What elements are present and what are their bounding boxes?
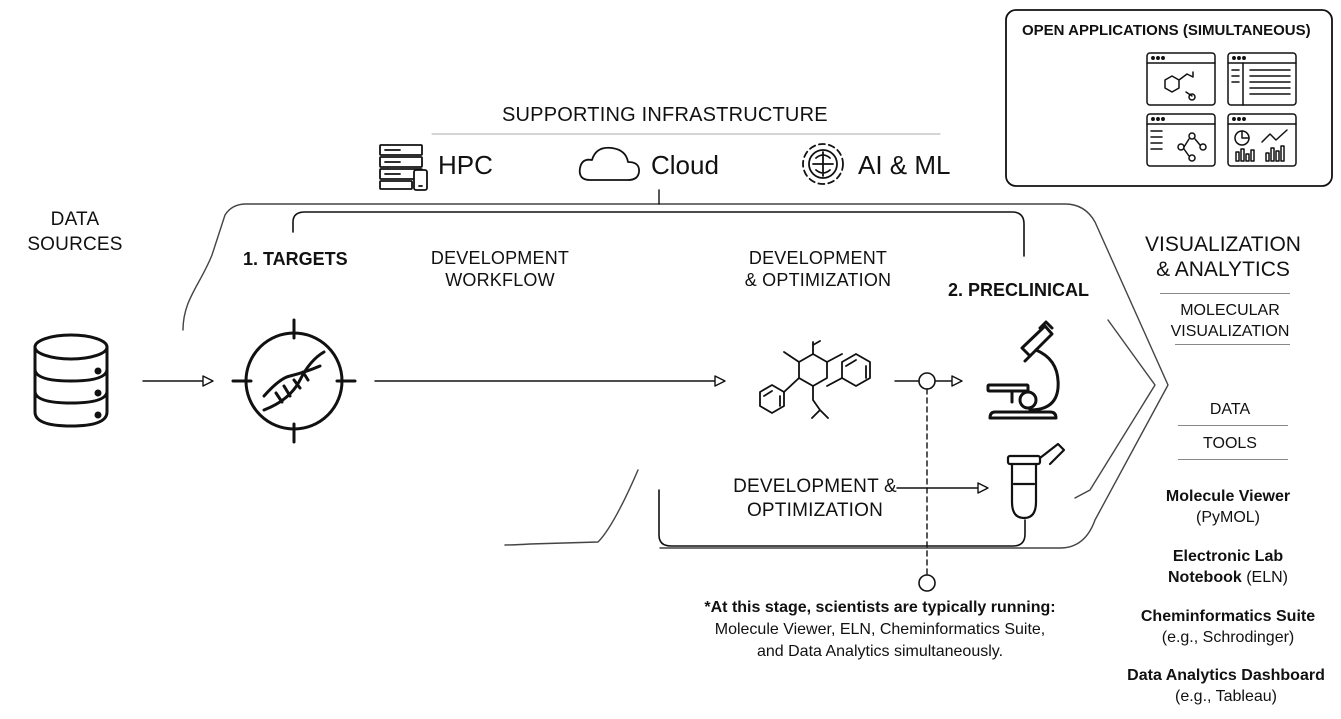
note-line2: Molecule Viewer, ELN, Cheminformatics Su… (714, 621, 1046, 638)
bottom-bracket (658, 489, 1026, 547)
visualization-title-line2: & ANALYTICS (1156, 258, 1290, 281)
microscope-icon (986, 320, 1060, 420)
hpc-label: HPC (438, 150, 493, 180)
viz-divider-1 (1160, 293, 1290, 294)
tool-eln-name: Electronic Lab (1172, 548, 1284, 565)
targets-label: 1. TARGETS (243, 249, 348, 269)
tool-cheminformatics: Cheminformatics Suite (e.g., Schrodinger… (1118, 606, 1338, 648)
tool-data-analytics-name: Data Analytics Dashboard (1127, 667, 1325, 684)
visualization-title-line1: VISUALIZATION (1145, 233, 1301, 256)
molecular-line1: MOLECULAR (1180, 302, 1280, 319)
tool-molecule-viewer-name: Molecule Viewer (1165, 488, 1291, 505)
dashboard-window-icon (1227, 113, 1297, 167)
tool-molecule-viewer: Molecule Viewer (PyMOL) (1128, 486, 1328, 528)
tool-eln-name2: Notebook (1167, 569, 1242, 586)
molecule-structure-icon (759, 340, 871, 419)
ai-ml-label: AI & ML (858, 150, 951, 180)
dev-opt-top-label: DEVELOPMENT & OPTIMIZATION (728, 247, 908, 291)
dev-workflow-line2: WORKFLOW (445, 270, 555, 290)
tools-label: TOOLS (1203, 435, 1257, 452)
test-tube-icon (1006, 442, 1066, 520)
open-apps-title: OPEN APPLICATIONS (SIMULTANEOUS) (1022, 22, 1311, 39)
outer-frame (182, 203, 1169, 549)
dev-opt-top-line1: DEVELOPMENT (748, 248, 888, 268)
preclinical-label: 2. PRECLINICAL (948, 280, 1090, 300)
end-node (918, 574, 936, 592)
tool-eln: Electronic Lab Notebook (ELN) (1128, 546, 1328, 588)
dev-workflow-line1: DEVELOPMENT (430, 248, 570, 268)
viz-divider-3 (1178, 425, 1288, 426)
visualization-title: VISUALIZATION & ANALYTICS (1128, 232, 1318, 282)
open-apps-box (1005, 9, 1333, 187)
infrastructure-title: SUPPORTING INFRASTRUCTURE (502, 104, 828, 126)
note-line1: *At this stage, scientists are typically… (704, 599, 1056, 616)
inner-bracket (292, 211, 1025, 257)
server-icon (379, 144, 428, 191)
dev-workflow-label: DEVELOPMENT WORKFLOW (410, 247, 590, 291)
data-label: DATA (1209, 401, 1251, 418)
network-window-icon (1146, 113, 1216, 167)
dev-opt-bottom-line1: DEVELOPMENT & (733, 476, 897, 497)
tool-data-analytics: Data Analytics Dashboard (e.g., Tableau) (1114, 665, 1338, 707)
cloud-icon (578, 146, 640, 181)
database-icon (33, 333, 109, 428)
tool-cheminformatics-name: Cheminformatics Suite (1140, 608, 1316, 625)
dev-opt-top-line2: & OPTIMIZATION (744, 270, 892, 290)
note-line3: and Data Analytics simultaneously. (756, 643, 1004, 660)
viz-divider-4 (1178, 459, 1288, 460)
cloud-label: Cloud (651, 150, 719, 180)
stage-note: *At this stage, scientists are typically… (680, 597, 1080, 663)
data-sources-line2: SOURCES (27, 234, 123, 255)
tool-data-analytics-sub: (e.g., Tableau) (1175, 688, 1277, 705)
viz-divider-2 (1175, 344, 1290, 345)
junction-node (918, 372, 936, 390)
data-sources-line1: DATA (50, 209, 100, 230)
notebook-window-icon (1227, 52, 1297, 106)
outer-frame-left-bottom (504, 469, 639, 546)
data-sources-label: DATA SOURCES (10, 207, 140, 257)
tool-cheminformatics-sub: (e.g., Schrodinger) (1161, 629, 1295, 646)
ai-gear-icon (802, 143, 844, 185)
molecular-visualization-label: MOLECULAR VISUALIZATION (1150, 300, 1310, 342)
dna-target-icon (231, 318, 357, 444)
outer-frame-inner-right (1074, 319, 1156, 499)
molecular-line2: VISUALIZATION (1170, 323, 1290, 340)
dev-opt-bottom-line2: OPTIMIZATION (746, 500, 884, 521)
dev-opt-bottom-label: DEVELOPMENT & OPTIMIZATION (720, 475, 910, 523)
tool-eln-sub: (ELN) (1246, 569, 1288, 586)
molecule-window-icon (1146, 52, 1216, 106)
tool-molecule-viewer-sub: (PyMOL) (1196, 509, 1260, 526)
